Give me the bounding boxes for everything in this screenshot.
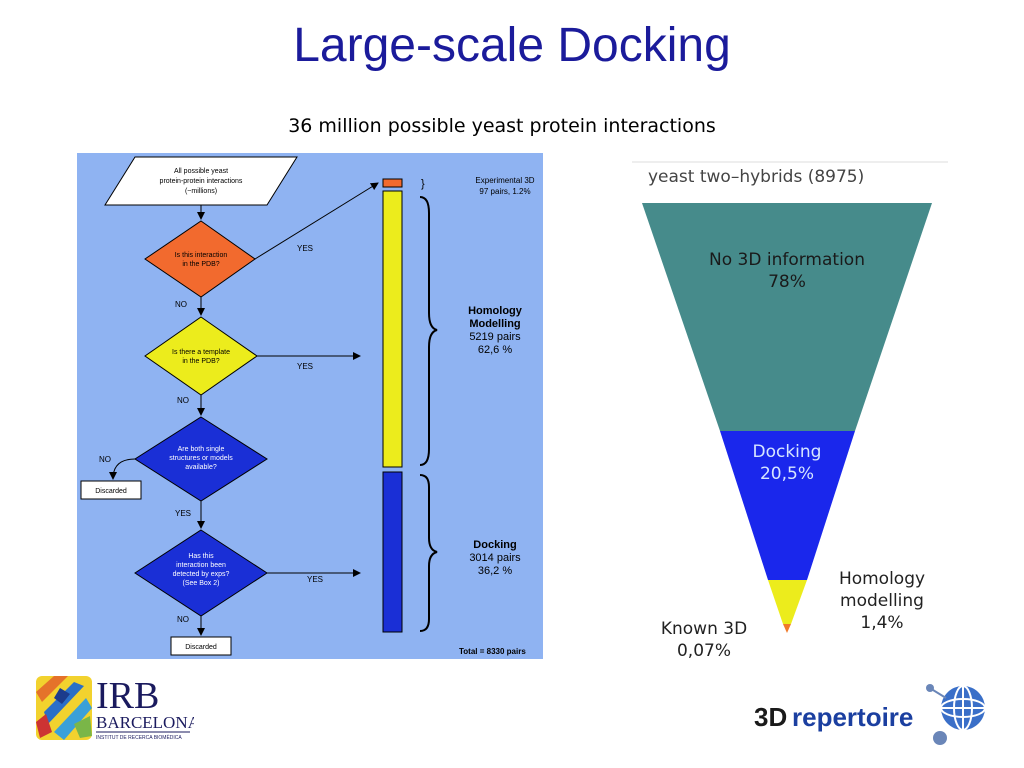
slide-subtitle: 36 million possible yeast protein intera… [288,115,716,137]
svg-text:in the PDB?: in the PDB? [182,358,219,365]
homology-label: Homology [468,305,523,317]
irb-city: BARCELONA [96,713,194,732]
funnel-segment-known3d [783,624,791,633]
no-label: NO [177,396,189,405]
svg-text:Is this interaction: Is this interaction [175,252,228,259]
docking-bar [382,471,403,633]
svg-text:Has this: Has this [188,553,214,560]
yes-label: YES [297,362,313,371]
discarded-box: Discarded [170,636,232,656]
svg-text:protein-protein interactions: protein-protein interactions [160,178,243,185]
svg-text:(~millions): (~millions) [185,188,217,195]
irb-barcelona-logo: IRB BARCELONA INSTITUT DE RECERCA BIOMÈD… [36,675,194,741]
discarded-box: Discarded [80,480,142,500]
no3d-label: No 3D information [709,250,865,270]
svg-text:All possible yeast: All possible yeast [174,168,228,175]
docking-label: Docking [473,539,516,551]
3d-repertoire-logo: 3D repertoire [754,684,986,745]
repertoire-prefix: 3D [754,702,787,732]
svg-text:Are both single: Are both single [178,446,225,453]
brace-docking [419,474,438,632]
decision-experiments: Has this interaction been detected by ex… [134,529,268,617]
irb-wordmark: IRB [96,675,159,717]
svg-text:detected by exps?: detected by exps? [173,571,230,578]
funnel-segment-no3d [642,203,932,431]
yes-label: YES [175,509,191,518]
yes-label: YES [307,575,323,584]
funnel-segment-docking [720,431,855,580]
no-label: NO [99,455,111,464]
funnel-chart: yeast two–hybrids (8975) No 3D informati… [632,161,948,660]
homology-label-2: modelling [840,591,924,611]
svg-text:Discarded: Discarded [95,488,127,495]
yes-label: YES [297,244,313,253]
experimental-label: Experimental 3D [475,176,534,185]
homology-label: Homology [839,569,925,589]
mosaic-icon [36,676,92,740]
homology-count: 5219 pairs [469,331,521,343]
pipeline-flowchart: All possible yeast protein-protein inter… [77,153,543,659]
homology-percent: 1,4% [860,613,903,633]
experimental-bar [382,178,403,188]
repertoire-wordmark: repertoire [792,702,913,732]
brace-homology [419,196,438,466]
svg-text:Is there a template: Is there a template [172,349,230,356]
docking-percent: 36,2 % [478,565,512,577]
irb-tagline: INSTITUT DE RECERCA BIOMÈDICA [96,734,182,741]
svg-text:in the PDB?: in the PDB? [182,261,219,268]
svg-text:structures or models: structures or models [169,455,233,462]
known3d-percent: 0,07% [677,641,731,660]
homology-bar [382,190,403,468]
slide-title: Large-scale Docking [293,19,731,72]
experimental-count: 97 pairs, 1.2% [479,187,530,196]
svg-text:(See Box 2): (See Box 2) [183,580,220,587]
no-label: NO [175,300,187,309]
svg-text:interaction been: interaction been [176,562,226,569]
svg-text:Discarded: Discarded [185,644,217,651]
start-node: All possible yeast protein-protein inter… [104,156,298,206]
brace-experimental: } [421,178,425,190]
total-label: Total = 8330 pairs [459,647,526,656]
no-label: NO [177,615,189,624]
funnel-segment-homology [768,580,807,624]
svg-text:available?: available? [185,464,217,471]
globe-icon [926,684,986,745]
docking-percent: 20,5% [760,464,814,484]
no3d-percent: 78% [768,272,806,292]
funnel-header: yeast two–hybrids (8975) [648,167,864,187]
homology-percent: 62,6 % [478,344,512,356]
docking-label: Docking [753,442,822,462]
homology-label-2: Modelling [469,318,520,330]
docking-count: 3014 pairs [469,552,521,564]
known3d-label: Known 3D [661,619,747,639]
